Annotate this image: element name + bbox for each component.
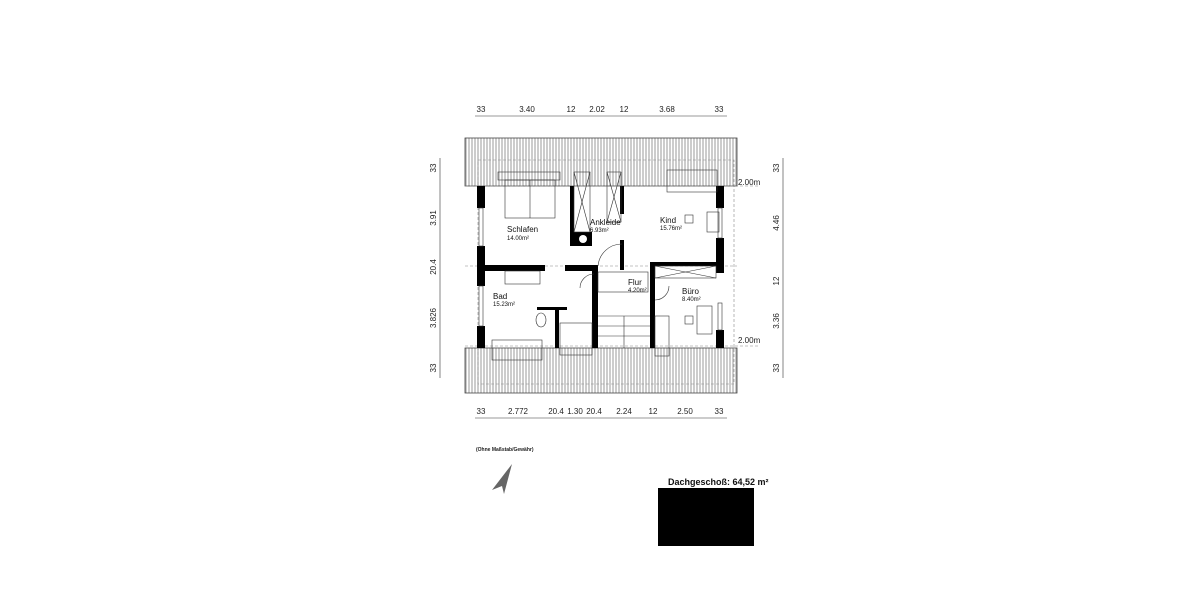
scale-disclaimer: (Ohne Maßstab/Gewähr) xyxy=(476,447,534,453)
svg-text:3.68: 3.68 xyxy=(659,105,675,114)
room-area-flur: 4.20m² xyxy=(628,288,647,294)
room-area-ankleide: 6.93m² xyxy=(590,228,609,234)
svg-text:2.50: 2.50 xyxy=(677,407,693,416)
dimension-line-left: 33 3.91 20.4 3.826 33 xyxy=(429,158,441,378)
svg-text:3.91: 3.91 xyxy=(429,210,438,226)
svg-text:12: 12 xyxy=(620,105,629,114)
svg-text:12: 12 xyxy=(649,407,658,416)
dimension-line-right: 33 4.46 12 3.36 33 xyxy=(772,158,784,378)
room-label-ankleide: Ankleide xyxy=(590,218,621,227)
room-area-kind: 15.76m² xyxy=(660,226,682,232)
room-label-kind: Kind xyxy=(660,216,676,225)
svg-text:33: 33 xyxy=(477,407,486,416)
svg-text:33: 33 xyxy=(477,105,486,114)
svg-text:12: 12 xyxy=(772,276,781,285)
svg-text:33: 33 xyxy=(715,407,724,416)
room-area-buero: 8.40m² xyxy=(682,297,701,303)
room-label-bad: Bad xyxy=(493,292,507,301)
floor-area-summary: Dachgeschoß: 64,52 m² xyxy=(668,477,769,487)
svg-text:20.4: 20.4 xyxy=(548,407,564,416)
room-label-schlafen: Schlafen xyxy=(507,225,538,234)
svg-text:33: 33 xyxy=(429,363,438,372)
floor-area-block xyxy=(658,488,754,546)
dimension-line-top: 33 3.40 12 2.02 12 3.68 33 xyxy=(475,105,727,117)
room-label-buero: Büro xyxy=(682,287,699,296)
svg-text:1.30: 1.30 xyxy=(567,407,583,416)
knee-wall-label-bottom: 2.00m xyxy=(738,336,761,345)
dimension-line-bottom: 33 2.772 20.4 1.30 20.4 2.24 12 2.50 33 xyxy=(475,407,727,419)
roof-overhang-bottom xyxy=(464,347,738,394)
svg-text:2.02: 2.02 xyxy=(589,105,605,114)
svg-text:33: 33 xyxy=(772,363,781,372)
svg-text:3.826: 3.826 xyxy=(429,307,438,328)
svg-text:2.772: 2.772 xyxy=(508,407,529,416)
furniture xyxy=(491,169,720,361)
svg-text:33: 33 xyxy=(429,163,438,172)
svg-text:33: 33 xyxy=(715,105,724,114)
svg-text:3.36: 3.36 xyxy=(772,313,781,329)
svg-text:12: 12 xyxy=(567,105,576,114)
room-area-schlafen: 14.00m² xyxy=(507,236,529,242)
north-arrow-icon xyxy=(492,464,512,494)
svg-text:33: 33 xyxy=(772,163,781,172)
room-area-bad: 15.23m² xyxy=(493,302,515,308)
svg-text:4.46: 4.46 xyxy=(772,215,781,231)
walls xyxy=(477,186,724,348)
svg-text:2.24: 2.24 xyxy=(616,407,632,416)
svg-text:3.40: 3.40 xyxy=(519,105,535,114)
room-label-flur: Flur xyxy=(628,278,642,287)
svg-text:20.4: 20.4 xyxy=(586,407,602,416)
svg-text:20.4: 20.4 xyxy=(429,259,438,275)
roof-overhang-top xyxy=(464,137,738,187)
knee-wall-label-top: 2.00m xyxy=(738,178,761,187)
